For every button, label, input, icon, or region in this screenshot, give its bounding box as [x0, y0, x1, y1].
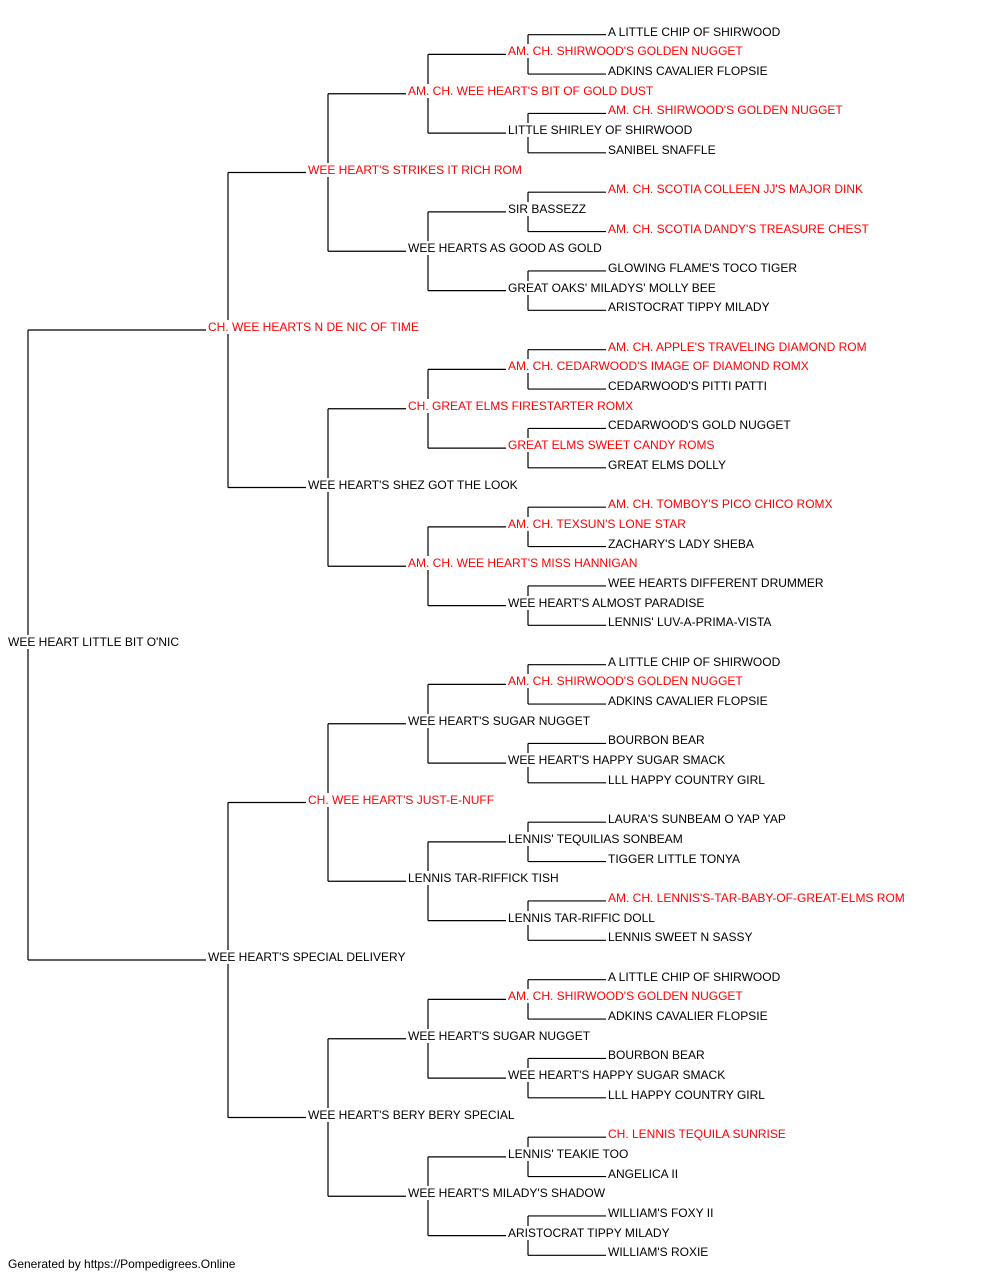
ancestor-name: WEE HEART'S SPECIAL DELIVERY	[207, 950, 407, 964]
ancestor-name: AM. CH. WEE HEART'S MISS HANNIGAN	[407, 556, 639, 571]
ancestor-name: A LITTLE CHIP OF SHIRWOOD	[607, 24, 782, 39]
ancestor-name: WEE HEART'S MILADY'S SHADOW	[407, 1186, 607, 1201]
ancestor-name: ADKINS CAVALIER FLOPSIE	[607, 64, 769, 79]
ancestor-name: LITTLE SHIRLEY OF SHIRWOOD	[507, 123, 694, 138]
ancestor-name: AM. CH. SHIRWOOD'S GOLDEN NUGGET	[607, 103, 844, 118]
ancestor-name: AM. CH. SCOTIA DANDY'S TREASURE CHEST	[607, 221, 870, 236]
ancestor-name: GREAT OAKS' MILADYS' MOLLY BEE	[507, 280, 717, 295]
ancestor-name: GLOWING FLAME'S TOCO TIGER	[607, 260, 798, 275]
ancestor-name: SANIBEL SNAFFLE	[607, 142, 717, 157]
subject-dog-name: WEE HEART LITTLE BIT O'NIC	[7, 635, 180, 649]
ancestor-name: ANGELICA II	[607, 1166, 680, 1181]
ancestor-name: CEDARWOOD'S PITTI PATTI	[607, 379, 768, 394]
ancestor-name: LENNIS' LUV-A-PRIMA-VISTA	[607, 615, 773, 630]
ancestor-name: CH. GREAT ELMS FIRESTARTER ROMX	[407, 398, 635, 413]
ancestor-name: CH. WEE HEART'S JUST-E-NUFF	[307, 792, 496, 807]
ancestor-name: WEE HEART'S ALMOST PARADISE	[507, 595, 706, 610]
ancestor-name: TIGGER LITTLE TONYA	[607, 851, 742, 866]
ancestor-name: WEE HEART'S SUGAR NUGGET	[407, 1028, 592, 1043]
ancestor-name: WILLIAM'S FOXY II	[607, 1205, 715, 1220]
ancestor-name: GREAT ELMS SWEET CANDY ROMS	[507, 438, 716, 453]
ancestor-name: LLL HAPPY COUNTRY GIRL	[607, 1087, 766, 1102]
ancestor-name: WEE HEART'S HAPPY SUGAR SMACK	[507, 753, 727, 768]
ancestor-name: AM. CH. SCOTIA COLLEEN JJ'S MAJOR DINK	[607, 182, 864, 197]
ancestor-name: ARISTOCRAT TIPPY MILADY	[507, 1225, 671, 1240]
ancestor-name: CH. WEE HEARTS N DE NIC OF TIME	[207, 320, 420, 334]
ancestor-name: WEE HEARTS AS GOOD AS GOLD	[407, 241, 603, 256]
ancestor-name: AM. CH. LENNIS'S-TAR-BABY-OF-GREAT-ELMS …	[607, 890, 906, 905]
ancestor-name: AM. CH. CEDARWOOD'S IMAGE OF DIAMOND ROM…	[507, 359, 810, 374]
ancestor-name: AM. CH. TEXSUN'S LONE STAR	[507, 516, 687, 531]
ancestor-name: LAURA'S SUNBEAM O YAP YAP	[607, 812, 787, 827]
ancestor-name: LENNIS TAR-RIFFICK TISH	[407, 871, 560, 886]
ancestor-name: AM. CH. SHIRWOOD'S GOLDEN NUGGET	[507, 674, 744, 689]
ancestor-name: LLL HAPPY COUNTRY GIRL	[607, 772, 766, 787]
ancestor-name: WEE HEARTS DIFFERENT DRUMMER	[607, 575, 825, 590]
footer-credit: Generated by https://Pompedigrees.Online	[8, 1257, 236, 1271]
ancestor-name: ADKINS CAVALIER FLOPSIE	[607, 694, 769, 709]
ancestor-name: LENNIS SWEET N SASSY	[607, 930, 754, 945]
ancestor-name: GREAT ELMS DOLLY	[607, 457, 728, 472]
ancestor-name: AM. CH. SHIRWOOD'S GOLDEN NUGGET	[507, 989, 744, 1004]
ancestor-name: WEE HEART'S SUGAR NUGGET	[407, 713, 592, 728]
ancestor-name: ARISTOCRAT TIPPY MILADY	[607, 300, 771, 315]
ancestor-name: LENNIS' TEAKIE TOO	[507, 1146, 630, 1161]
ancestor-name: AM. CH. TOMBOY'S PICO CHICO ROMX	[607, 497, 834, 512]
ancestor-name: A LITTLE CHIP OF SHIRWOOD	[607, 654, 782, 669]
ancestor-name: ZACHARY'S LADY SHEBA	[607, 536, 755, 551]
ancestor-name: LENNIS TAR-RIFFIC DOLL	[507, 910, 656, 925]
ancestor-name: BOURBON BEAR	[607, 733, 706, 748]
ancestor-name: WEE HEART'S SHEZ GOT THE LOOK	[307, 477, 519, 492]
ancestor-name: SIR BASSEZZ	[507, 201, 588, 216]
ancestor-name: A LITTLE CHIP OF SHIRWOOD	[607, 969, 782, 984]
ancestor-name: ADKINS CAVALIER FLOPSIE	[607, 1009, 769, 1024]
ancestor-name: BOURBON BEAR	[607, 1048, 706, 1063]
ancestor-name: WEE HEART'S BERY BERY SPECIAL	[307, 1107, 516, 1122]
ancestor-name: WILLIAM'S ROXIE	[607, 1245, 710, 1260]
ancestor-name: AM. CH. SHIRWOOD'S GOLDEN NUGGET	[507, 44, 744, 59]
ancestor-name: AM. CH. WEE HEART'S BIT OF GOLD DUST	[407, 83, 655, 98]
ancestor-name: WEE HEART'S HAPPY SUGAR SMACK	[507, 1068, 727, 1083]
ancestor-name: AM. CH. APPLE'S TRAVELING DIAMOND ROM	[607, 339, 868, 354]
ancestor-name: LENNIS' TEQUILIAS SONBEAM	[507, 831, 684, 846]
ancestor-name: CH. LENNIS TEQUILA SUNRISE	[607, 1127, 787, 1142]
ancestor-name: CEDARWOOD'S GOLD NUGGET	[607, 418, 792, 433]
ancestor-name: WEE HEART'S STRIKES IT RICH ROM	[307, 162, 523, 177]
